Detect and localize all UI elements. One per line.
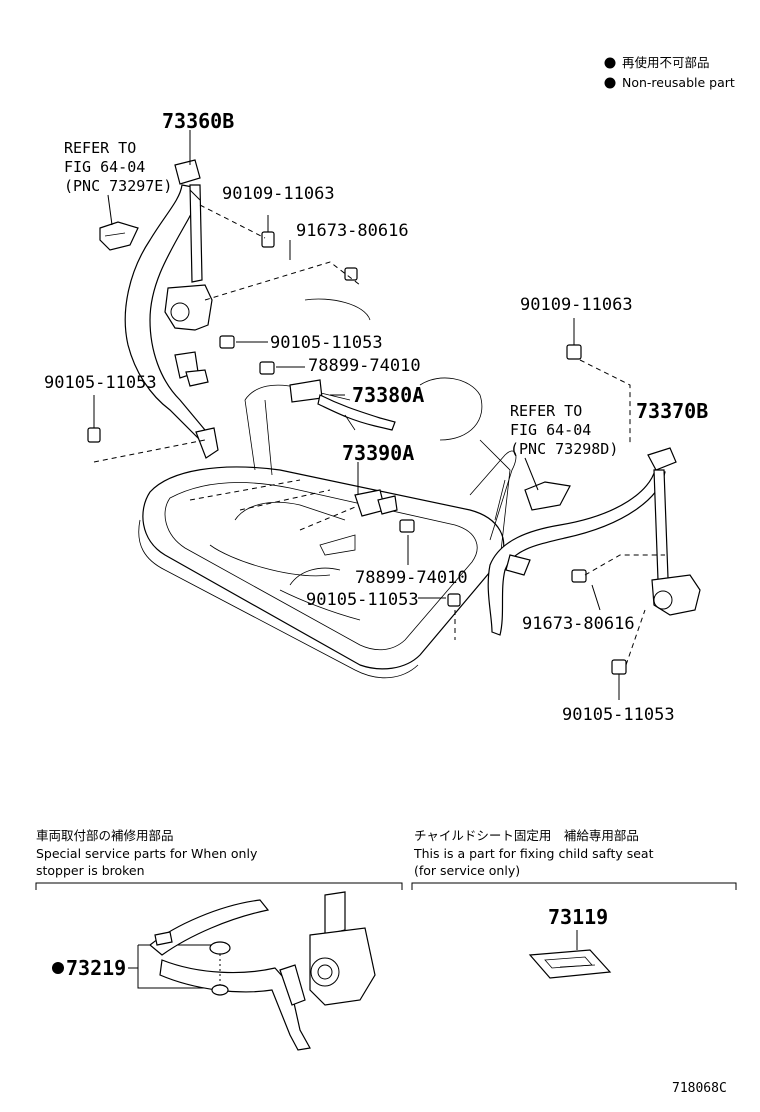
part-number-73219: 73219 [66,956,126,980]
part-number-91673-left: 91673-80616 [296,221,409,241]
part-number-73380A: 73380A [352,383,424,407]
bolt-icon [447,593,461,607]
legend-english: Non-reusable part [622,75,735,90]
refer-left-line-2: FIG 64-04 [64,158,145,176]
part-number-90105-center: 90105-11053 [270,333,383,353]
bolt-icon [399,519,415,533]
part-number-90105-lower: 90105-11053 [306,590,419,610]
belt-assembly-73360B [99,159,219,459]
part-number-78899-lower: 78899-74010 [355,568,468,588]
part-number-73370B: 73370B [636,399,708,423]
bolts [87,215,627,700]
legend: 再使用不可部品 Non-reusable part [604,55,735,90]
section-left-english-1: Special service parts for When only [36,846,258,861]
leader-lines [93,130,665,666]
section-left-english-2: stopper is broken [36,863,145,878]
bolt-icon [219,335,235,349]
belt-assembly-73370B [487,447,701,636]
part-number-90109-right: 90109-11063 [520,295,633,315]
legend-japanese: 再使用不可部品 [622,55,710,70]
non-reusable-marker-icon [604,77,616,89]
rear-seat-cushion [138,466,505,679]
part-number-73360B: 73360B [162,109,234,133]
refer-right-line-1: REFER TO [510,402,582,420]
part-number-90109-left: 90109-11063 [222,184,335,204]
section-stopper-service-parts: 車両取付部の補修用部品 Special service parts for Wh… [35,828,403,1051]
part-number-73119: 73119 [548,905,608,929]
bolt-icon [87,395,101,443]
section-right-english-1: This is a part for fixing child safty se… [413,846,654,861]
refer-right-line-2: FIG 64-04 [510,421,591,439]
bolt-icon [344,267,358,281]
refer-left-line-3: (PNC 73297E) [64,177,172,195]
part-number-78899-upper: 78899-74010 [308,356,421,376]
bolt-icon [259,361,275,375]
figure-code: 718068C [672,1081,727,1096]
part-number-90105-left: 90105-11053 [44,373,157,393]
section-right-japanese: チャイルドシート固定用 補給専用部品 [414,828,639,843]
section-child-seat-service-part: チャイルドシート固定用 補給専用部品 This is a part for fi… [411,828,737,979]
buckle-73380A [289,379,396,431]
non-reusable-marker-icon [52,962,64,974]
bolt-icon [566,318,582,360]
part-number-73390A: 73390A [342,441,414,465]
non-reusable-marker-icon [604,57,616,69]
refer-right-line-3: (PNC 73298D) [510,440,618,458]
section-left-japanese: 車両取付部の補修用部品 [36,828,174,843]
refer-left-line-1: REFER TO [64,139,136,157]
bolt-icon [611,659,627,700]
callout-labels: 73360B 90109-11063 91673-80616 90105-110… [44,109,708,725]
part-number-90105-right: 90105-11053 [562,705,675,725]
bolt-icon [261,215,275,248]
buckle-73390A [354,489,398,517]
bolt-icon [571,569,587,583]
part-number-91673-right: 91673-80616 [522,614,635,634]
section-right-english-2: (for service only) [414,863,520,878]
